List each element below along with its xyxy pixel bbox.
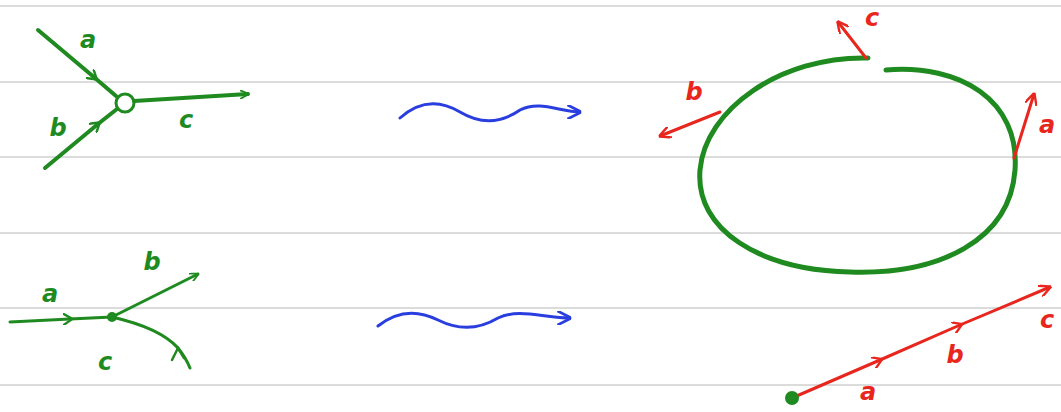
trivalent-vertex xyxy=(38,30,248,168)
path-line xyxy=(785,287,1050,405)
strand-label: b xyxy=(685,80,702,104)
squiggle-arrow xyxy=(378,104,580,328)
strand-label: b xyxy=(143,250,160,274)
strand-label: c xyxy=(98,350,112,374)
strand-label: a xyxy=(80,28,96,52)
strand-label: b xyxy=(946,343,963,367)
strand-label: a xyxy=(860,380,876,404)
strand-label: a xyxy=(42,282,58,306)
strand-label: b xyxy=(49,116,66,140)
loop xyxy=(660,22,1034,272)
strand-label: c xyxy=(179,108,193,132)
strand-label: c xyxy=(865,6,879,30)
ruled-lines xyxy=(0,6,1061,385)
strand-label: c xyxy=(1040,308,1054,332)
strand-label: a xyxy=(1039,113,1055,137)
